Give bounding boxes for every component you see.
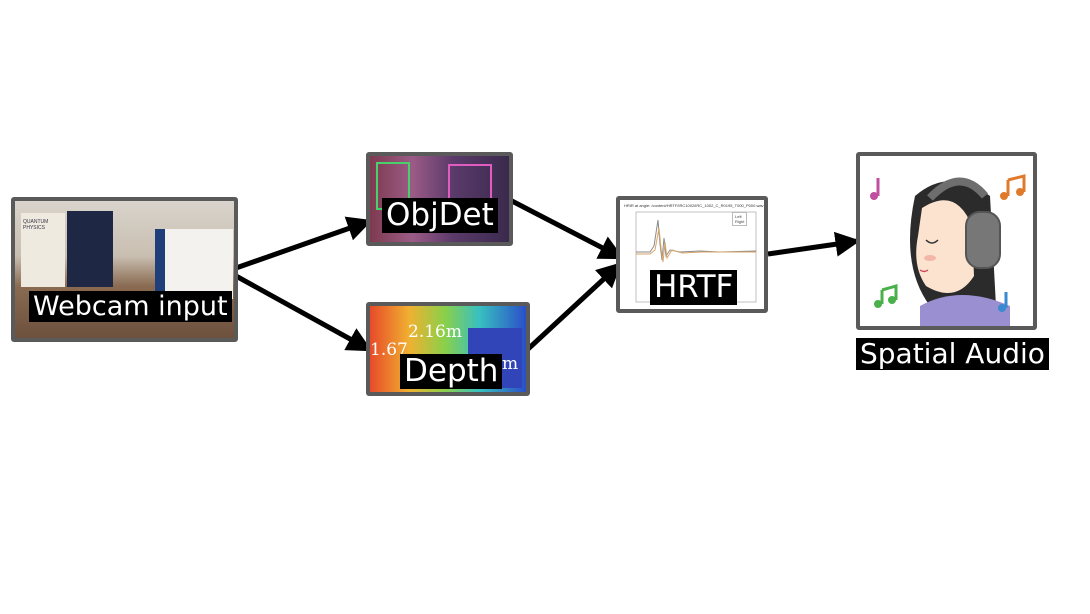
spatial-audio-node bbox=[856, 152, 1037, 330]
webcam-label: Webcam input bbox=[29, 291, 232, 322]
book-right bbox=[155, 229, 233, 299]
arrow-webcam-objdet bbox=[235, 216, 373, 271]
depth-value-2: 1.67 bbox=[370, 340, 408, 360]
depth-label: Depth bbox=[400, 354, 503, 389]
arrow-objdet-hrtf bbox=[508, 197, 625, 261]
hrtf-label: HRTF bbox=[650, 270, 738, 305]
arrow-hrtf-audio bbox=[767, 231, 861, 257]
depth-node: 2.16m 1.67 m Depth bbox=[366, 302, 530, 396]
headphones-listener-illustration bbox=[870, 174, 1026, 326]
depth-value-3: m bbox=[502, 354, 519, 374]
hrtf-node: HRIR at angle: /content/HRTF/IRC1002/IRC… bbox=[616, 196, 768, 313]
depth-value-1: 2.16m bbox=[408, 322, 462, 342]
book-left: QUANTUM PHYSICS bbox=[21, 213, 65, 287]
arrow-webcam-depth bbox=[234, 273, 373, 353]
music-note-icon bbox=[1000, 174, 1026, 200]
hrtf-plot-title: HRIR at angle: /content/HRTF/IRC1002/IRC… bbox=[624, 203, 764, 208]
spatial-audio-label: Spatial Audio bbox=[856, 338, 1049, 370]
headphones-icon bbox=[965, 211, 1001, 269]
webcam-input-node: QUANTUM PHYSICS Webcam input bbox=[11, 197, 238, 342]
objdet-label: ObjDet bbox=[382, 198, 498, 233]
hrtf-legend: Left Right bbox=[732, 212, 748, 226]
music-note-icon bbox=[870, 178, 880, 200]
arrow-depth-hrtf bbox=[525, 262, 622, 352]
music-note-icon bbox=[998, 292, 1008, 312]
book-dark bbox=[67, 211, 113, 287]
objdet-node: ObjDet bbox=[366, 152, 513, 246]
music-note-icon bbox=[874, 284, 898, 308]
